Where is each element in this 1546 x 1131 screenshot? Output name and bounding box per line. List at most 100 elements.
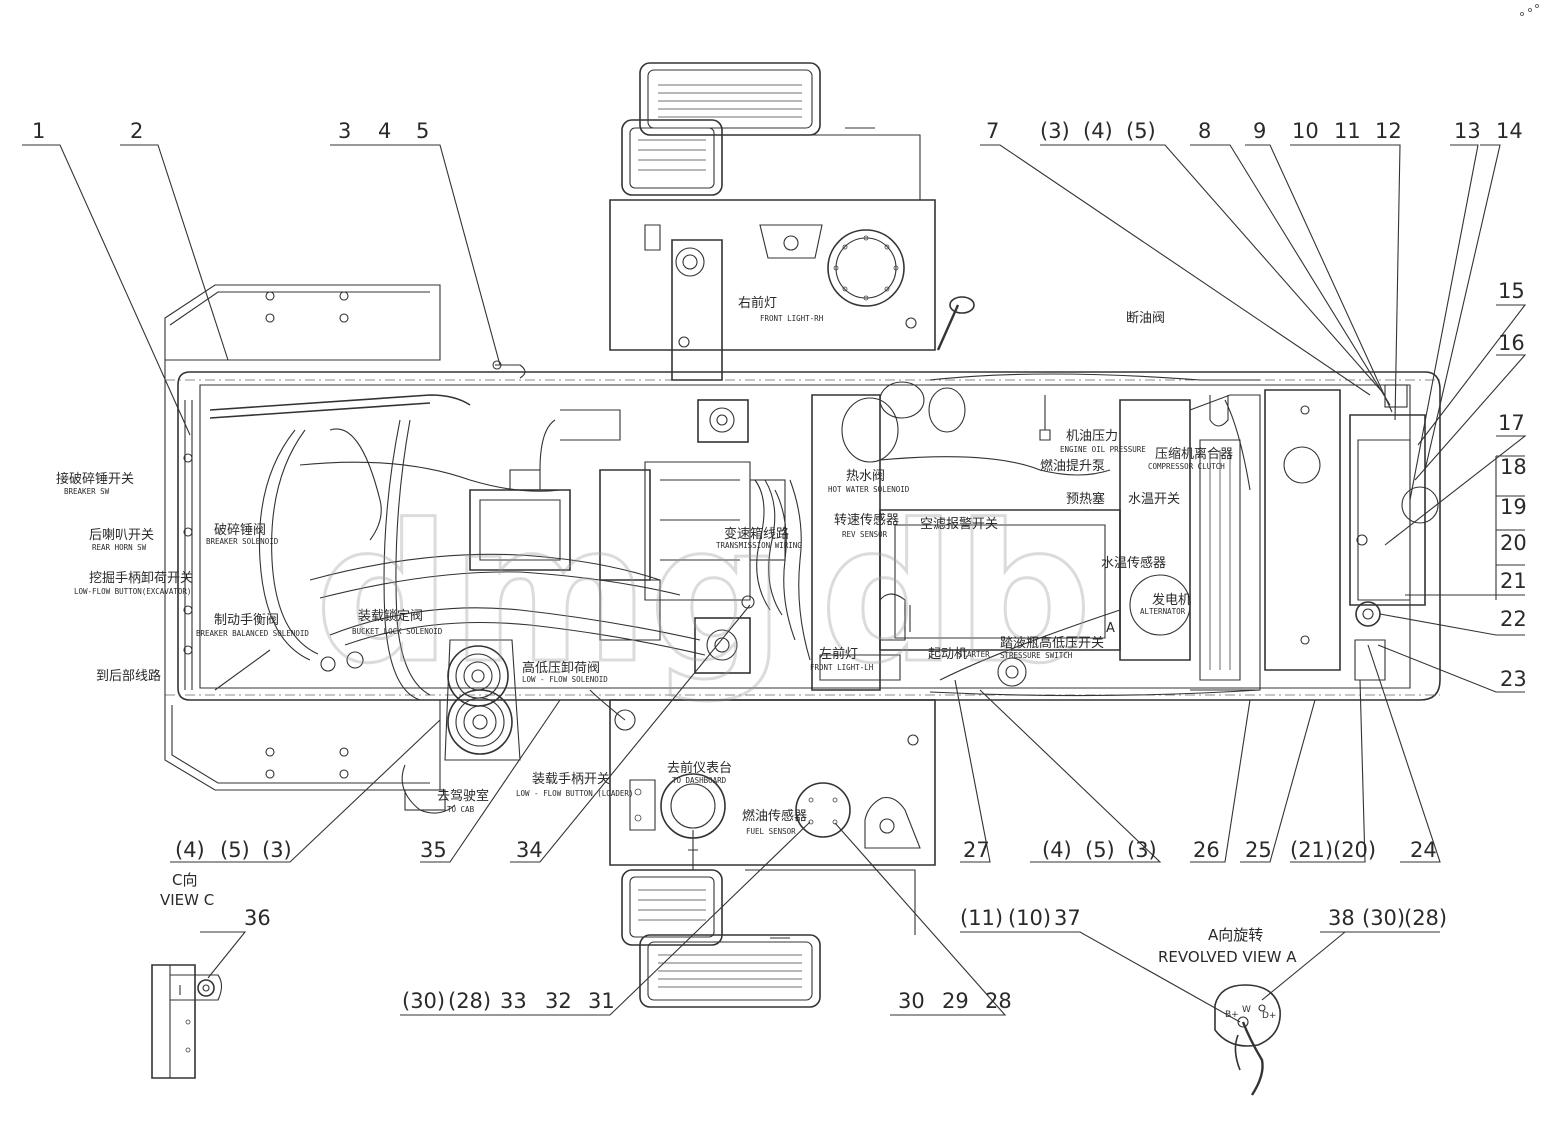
- label-cn: 空滤报警开关: [920, 516, 998, 532]
- label-cn: 水温传感器: [1101, 555, 1166, 571]
- label-cn: 热水阀: [846, 469, 885, 484]
- callout: 35: [420, 838, 447, 862]
- label-en: BREAKER SW: [64, 487, 110, 496]
- callout: 3: [338, 119, 351, 143]
- callout: 31: [588, 989, 615, 1013]
- callout: 14: [1496, 119, 1523, 143]
- label-en: BREAKER SOLENOID: [206, 537, 279, 546]
- callout: 9: [1253, 119, 1266, 143]
- callout: 1: [32, 119, 45, 143]
- leader-lines: [22, 144, 1527, 1023]
- label-en: ENGINE OIL PRESSURE: [1060, 445, 1146, 454]
- label-cn: 右前灯: [738, 295, 777, 311]
- label-cn: 装载手柄开关: [532, 772, 610, 787]
- callout: 25: [1245, 838, 1272, 862]
- front-steps-bottom: [609, 699, 936, 1008]
- label-cn: 制动手衡阀: [214, 613, 279, 628]
- callout: 37: [1054, 906, 1081, 930]
- view-a-title-cn: A向旋转: [1208, 926, 1263, 944]
- callout: 27: [963, 838, 990, 862]
- callout: (11): [960, 906, 1003, 930]
- label-en: LOW-FLOW BUTTON(EXCAVATOR): [74, 587, 191, 596]
- label-en: STARTER: [958, 650, 990, 659]
- label-cn: 踏液瓶高低压开关: [1000, 635, 1104, 651]
- terminal-b: B+: [1225, 1010, 1239, 1020]
- label-cn: 挖掘手柄卸荷开关: [89, 570, 193, 586]
- watermark-right: db: [820, 484, 1092, 705]
- front-steps-top: [609, 62, 975, 381]
- label-en: REV SENSOR: [842, 530, 888, 539]
- label-cn: 接破碎锤开关: [56, 471, 134, 487]
- label-cn: 高低压卸荷阀: [522, 660, 600, 676]
- label-cn: 后喇叭开关: [89, 528, 154, 543]
- callout: 5: [416, 119, 429, 143]
- label-cn: 左前灯: [819, 646, 858, 662]
- label-cn: 破碎锤阀: [214, 523, 266, 538]
- callout: (4): [1083, 119, 1113, 143]
- callout: (5): [1126, 119, 1156, 143]
- callout: 36: [244, 906, 271, 930]
- label-cn: 变速箱线路: [724, 526, 789, 542]
- label-en: FRONT LIGHT-RH: [760, 314, 824, 323]
- callout: (3): [262, 838, 292, 862]
- view-titles: C向 VIEW C A向旋转 REVOLVED VIEW A B+ W D+: [160, 871, 1297, 1021]
- callout: 18: [1500, 455, 1527, 479]
- callout: 32: [545, 989, 572, 1013]
- callout: (10): [1008, 906, 1051, 930]
- callout: 23: [1500, 667, 1527, 691]
- callout: 7: [986, 119, 999, 143]
- callout: 20: [1500, 531, 1527, 555]
- callout: (4): [1042, 838, 1072, 862]
- callout: (28): [448, 989, 491, 1013]
- callout: (21): [1290, 838, 1333, 862]
- label-en: COMPRESSOR CLUTCH: [1148, 462, 1225, 471]
- callout: 10: [1292, 119, 1319, 143]
- callout: (4): [175, 838, 205, 862]
- callout: (20): [1333, 838, 1376, 862]
- terminal-d: D+: [1262, 1011, 1276, 1021]
- callouts-top: 1 2 3 4 5 7 (3) (4) (5) 8 9 10 11 12 13 …: [32, 119, 1523, 143]
- label-cn: 发电机: [1152, 592, 1191, 608]
- callout: 19: [1500, 495, 1527, 519]
- callout: 22: [1500, 607, 1527, 631]
- label-en: TRANSMISSION WIRING: [716, 541, 802, 550]
- corner-mark: [1520, 4, 1539, 16]
- callout: 13: [1454, 119, 1481, 143]
- view-c-detail: [151, 964, 223, 1079]
- view-a-title-en: REVOLVED VIEW A: [1158, 948, 1297, 966]
- callout: (5): [1085, 838, 1115, 862]
- label-en: TO DASHBOARD: [672, 776, 727, 785]
- callout: 4: [378, 119, 391, 143]
- label-cn: 机油压力: [1066, 429, 1118, 444]
- callout: (3): [1040, 119, 1070, 143]
- label-en: FUEL SENSOR: [746, 827, 796, 836]
- label-cn: 起动机: [928, 647, 967, 662]
- terminal-w: W: [1242, 1005, 1251, 1015]
- callout: 16: [1498, 331, 1525, 355]
- view-a-detail: [1214, 984, 1281, 1096]
- callout: 17: [1498, 411, 1525, 435]
- label-cn: 压缩机离合器: [1155, 446, 1233, 462]
- callout: 24: [1410, 838, 1437, 862]
- callout: 30: [898, 989, 925, 1013]
- label-en: BUCKET LOCK SOLENOID: [352, 627, 443, 636]
- label-cn: 预热塞: [1066, 491, 1105, 507]
- component-labels: 接破碎锤开关 BREAKER SW 后喇叭开关 REAR HORN SW 挖掘手…: [56, 295, 1233, 836]
- callout: (28): [1404, 906, 1447, 930]
- label-en: BREAKER BALANCED SOLENOID: [196, 629, 309, 638]
- callout: 34: [516, 838, 543, 862]
- label-en: HOT WATER SOLENOID: [828, 485, 910, 494]
- callout: (30): [402, 989, 445, 1013]
- label-en: STRESSURE SWITCH: [1000, 651, 1073, 660]
- watermark: dmg: [315, 484, 785, 705]
- callout: 28: [985, 989, 1012, 1013]
- view-a-marker: A: [1106, 621, 1115, 636]
- label-cn: 去前仪表台: [667, 760, 732, 776]
- callout: 38: [1328, 906, 1355, 930]
- label-cn: 燃油传感器: [742, 808, 807, 824]
- label-en: LOW - FLOW SOLENOID: [522, 675, 608, 684]
- callout: (5): [220, 838, 250, 862]
- label-cn: 到后部线路: [96, 668, 161, 684]
- callout: 12: [1375, 119, 1402, 143]
- callouts-bottom: (4) (5) (3) 35 34 27 (4) (5) (3) 26 25 (…: [175, 838, 1437, 862]
